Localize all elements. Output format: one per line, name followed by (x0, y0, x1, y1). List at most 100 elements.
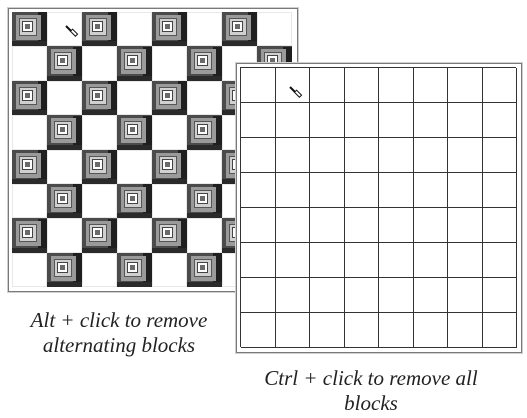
quilt-empty-cell[interactable] (345, 278, 380, 313)
quilt-empty-cell[interactable] (379, 173, 414, 208)
quilt-empty-cell[interactable] (276, 313, 311, 348)
quilt-empty-cell[interactable] (241, 313, 276, 348)
quilt-empty-cell[interactable] (47, 218, 82, 252)
quilt-empty-cell[interactable] (483, 173, 518, 208)
quilt-empty-cell[interactable] (379, 278, 414, 313)
quilt-empty-cell[interactable] (276, 278, 311, 313)
quilt-empty-cell[interactable] (117, 12, 152, 46)
quilt-empty-cell[interactable] (379, 138, 414, 173)
quilt-empty-cell[interactable] (12, 115, 47, 149)
quilt-empty-cell[interactable] (379, 208, 414, 243)
quilt-empty-cell[interactable] (414, 103, 449, 138)
quilt-empty-cell[interactable] (483, 208, 518, 243)
quilt-block[interactable] (187, 46, 222, 80)
quilt-empty-cell[interactable] (241, 103, 276, 138)
quilt-block[interactable] (82, 218, 117, 252)
quilt-empty-cell[interactable] (276, 138, 311, 173)
quilt-empty-cell[interactable] (448, 173, 483, 208)
quilt-empty-cell[interactable] (82, 253, 117, 287)
quilt-block[interactable] (187, 115, 222, 149)
quilt-block[interactable] (117, 46, 152, 80)
quilt-empty-cell[interactable] (414, 68, 449, 103)
quilt-empty-cell[interactable] (310, 243, 345, 278)
quilt-empty-cell[interactable] (483, 313, 518, 348)
quilt-empty-cell[interactable] (448, 208, 483, 243)
quilt-empty-cell[interactable] (345, 138, 380, 173)
quilt-empty-cell[interactable] (483, 243, 518, 278)
quilt-empty-cell[interactable] (345, 313, 380, 348)
quilt-empty-cell[interactable] (414, 208, 449, 243)
quilt-empty-cell[interactable] (448, 313, 483, 348)
quilt-empty-cell[interactable] (187, 81, 222, 115)
quilt-empty-cell[interactable] (310, 313, 345, 348)
quilt-empty-cell[interactable] (448, 68, 483, 103)
quilt-block[interactable] (12, 81, 47, 115)
quilt-empty-cell[interactable] (12, 46, 47, 80)
quilt-empty-cell[interactable] (345, 103, 380, 138)
quilt-empty-cell[interactable] (152, 184, 187, 218)
quilt-empty-cell[interactable] (47, 81, 82, 115)
quilt-empty-cell[interactable] (117, 150, 152, 184)
quilt-empty-cell[interactable] (12, 253, 47, 287)
quilt-empty-cell[interactable] (414, 313, 449, 348)
quilt-block[interactable] (82, 150, 117, 184)
quilt-empty-cell[interactable] (483, 138, 518, 173)
quilt-block[interactable] (187, 184, 222, 218)
quilt-empty-cell[interactable] (379, 243, 414, 278)
quilt-block[interactable] (47, 115, 82, 149)
quilt-empty-cell[interactable] (241, 68, 276, 103)
quilt-empty-cell[interactable] (310, 208, 345, 243)
quilt-empty-cell[interactable] (310, 173, 345, 208)
quilt-empty-cell[interactable] (414, 173, 449, 208)
quilt-block[interactable] (47, 46, 82, 80)
quilt-block[interactable] (12, 12, 47, 46)
quilt-empty-cell[interactable] (379, 68, 414, 103)
quilt-block[interactable] (82, 81, 117, 115)
quilt-block[interactable] (117, 184, 152, 218)
quilt-empty-cell[interactable] (345, 208, 380, 243)
quilt-empty-cell[interactable] (345, 243, 380, 278)
quilt-empty-cell[interactable] (152, 115, 187, 149)
quilt-empty-cell[interactable] (241, 208, 276, 243)
quilt-empty-cell[interactable] (47, 150, 82, 184)
quilt-empty-cell[interactable] (82, 46, 117, 80)
quilt-block[interactable] (117, 115, 152, 149)
quilt-empty-cell[interactable] (257, 12, 292, 46)
quilt-block[interactable] (47, 184, 82, 218)
quilt-empty-cell[interactable] (117, 81, 152, 115)
quilt-empty-cell[interactable] (483, 103, 518, 138)
quilt-block[interactable] (187, 253, 222, 287)
quilt-empty-cell[interactable] (82, 184, 117, 218)
quilt-empty-cell[interactable] (187, 150, 222, 184)
empty-quilt-grid[interactable] (240, 67, 516, 347)
quilt-empty-cell[interactable] (187, 218, 222, 252)
quilt-empty-cell[interactable] (276, 173, 311, 208)
quilt-empty-cell[interactable] (310, 103, 345, 138)
quilt-empty-cell[interactable] (379, 103, 414, 138)
quilt-block[interactable] (12, 218, 47, 252)
quilt-block[interactable] (222, 12, 257, 46)
quilt-block[interactable] (152, 81, 187, 115)
quilt-empty-cell[interactable] (483, 68, 518, 103)
quilt-empty-cell[interactable] (82, 115, 117, 149)
quilt-block[interactable] (152, 12, 187, 46)
quilt-empty-cell[interactable] (448, 243, 483, 278)
quilt-block[interactable] (152, 218, 187, 252)
quilt-empty-cell[interactable] (310, 278, 345, 313)
quilt-block[interactable] (117, 253, 152, 287)
quilt-empty-cell[interactable] (414, 278, 449, 313)
quilt-empty-cell[interactable] (345, 68, 380, 103)
quilt-empty-cell[interactable] (241, 243, 276, 278)
quilt-empty-cell[interactable] (152, 46, 187, 80)
quilt-block[interactable] (82, 12, 117, 46)
quilt-empty-cell[interactable] (276, 243, 311, 278)
quilt-block[interactable] (152, 150, 187, 184)
quilt-empty-cell[interactable] (241, 173, 276, 208)
quilt-empty-cell[interactable] (345, 173, 380, 208)
quilt-empty-cell[interactable] (152, 253, 187, 287)
quilt-empty-cell[interactable] (241, 138, 276, 173)
quilt-empty-cell[interactable] (448, 278, 483, 313)
quilt-empty-cell[interactable] (448, 138, 483, 173)
quilt-empty-cell[interactable] (241, 278, 276, 313)
quilt-empty-cell[interactable] (379, 313, 414, 348)
